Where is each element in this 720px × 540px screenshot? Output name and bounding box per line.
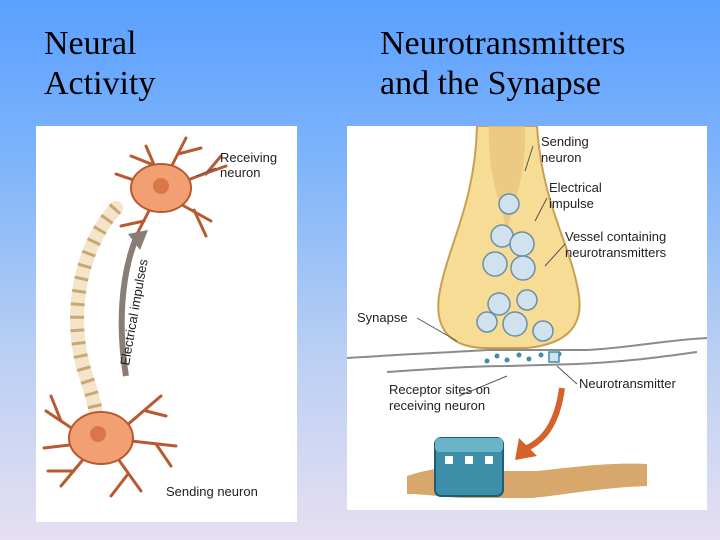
sending-neuron-nucleus [90,426,106,442]
receiving-neuron-nucleus [153,178,169,194]
impulse-arrow [118,236,139,377]
electrical-impulse-label-line2: impulse [549,196,594,211]
vesicles [476,193,554,342]
synapse-label: Synapse [357,310,408,325]
leader-lines [416,145,578,397]
sending-neuron-label: Sending neuron [166,484,258,499]
vessel-label-line2: neurotransmitters [565,245,667,260]
sending-neuron-dendrites [42,394,178,498]
sending-neuron-label-line1: Sending [541,134,589,149]
receptor-sites-label-line1: Receptor sites on [389,382,490,397]
vessel-label-line1: Vessel containing [565,229,666,244]
neurotransmitter-label: Neurotransmitter [579,376,676,391]
slide-title-left: Neural Activity [44,25,156,102]
neurotransmitter-molecule [548,351,560,363]
vessel-label: Vessel containing neurotransmitters [565,229,670,260]
sending-neuron-label: Sending neuron [541,134,592,165]
receptor-slots [445,456,493,464]
postsynaptic-membrane [386,351,698,373]
receptor-sites-label: Receptor sites on receiving neuron [389,382,494,413]
presynaptic-membrane [347,337,707,359]
electrical-impulse-label: Electrical impulse [549,180,605,211]
neural-activity-panel: Receiving neuron Electrical impulses Sen… [36,126,297,522]
impulse-arrowhead [128,230,148,250]
synapse-diagram: Sending neuron Electrical impulse Vessel… [347,126,707,498]
impulse-shading [488,126,526,236]
receptor-arrow [525,387,565,451]
receiving-neuron-label-line2: neuron [220,165,260,180]
receptor-top [435,438,503,452]
electrical-impulse-label-line1: Electrical [549,180,602,195]
slide-title-right: Neurotransmitters and the Synapse [380,25,626,102]
sending-neuron-label-line2: neuron [541,150,581,165]
synapse-panel: Sending neuron Electrical impulse Vessel… [347,126,707,510]
receiving-neuron-label-line1: Receiving [220,150,277,165]
receptor-arrowhead [515,438,537,460]
neural-activity-diagram: Receiving neuron Electrical impulses Sen… [42,136,281,499]
receptor-sites-label-line2: receiving neuron [389,398,485,413]
receiving-neuron-label: Receiving neuron [220,150,281,180]
receiving-leader-line [195,167,217,177]
